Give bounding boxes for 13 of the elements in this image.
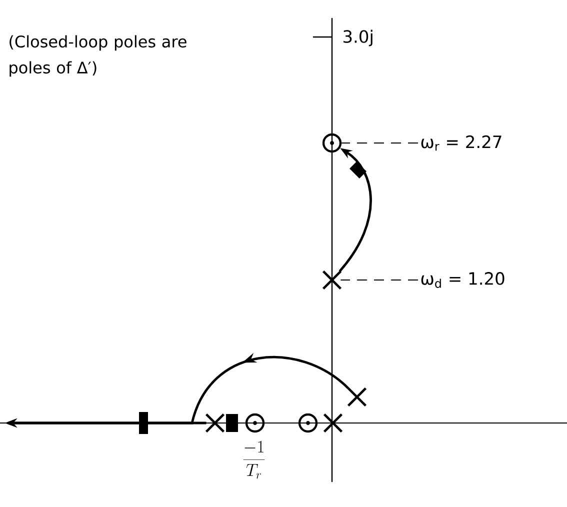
- value-label: ω$_{r}$ = 2.27: [421, 135, 502, 151]
- note-text: (Closed-loop poles are poles of Δ′): [10, 35, 186, 77]
- zero-circle: [322, 133, 342, 153]
- pole-cross: [347, 387, 367, 407]
- pole-cross: [323, 413, 343, 433]
- zero-circle: [298, 413, 318, 433]
- pole-cross: [322, 270, 342, 290]
- axis-value: 3.0j: [344, 30, 372, 46]
- formula: $\frac{-1}{T_{r}}$: [243, 440, 265, 479]
- value-label: ω$_{d}$ = 1.20: [421, 272, 504, 288]
- pole-cross: [205, 413, 225, 433]
- zero-circle: [245, 413, 265, 433]
- leader-line: [341, 142, 418, 144]
